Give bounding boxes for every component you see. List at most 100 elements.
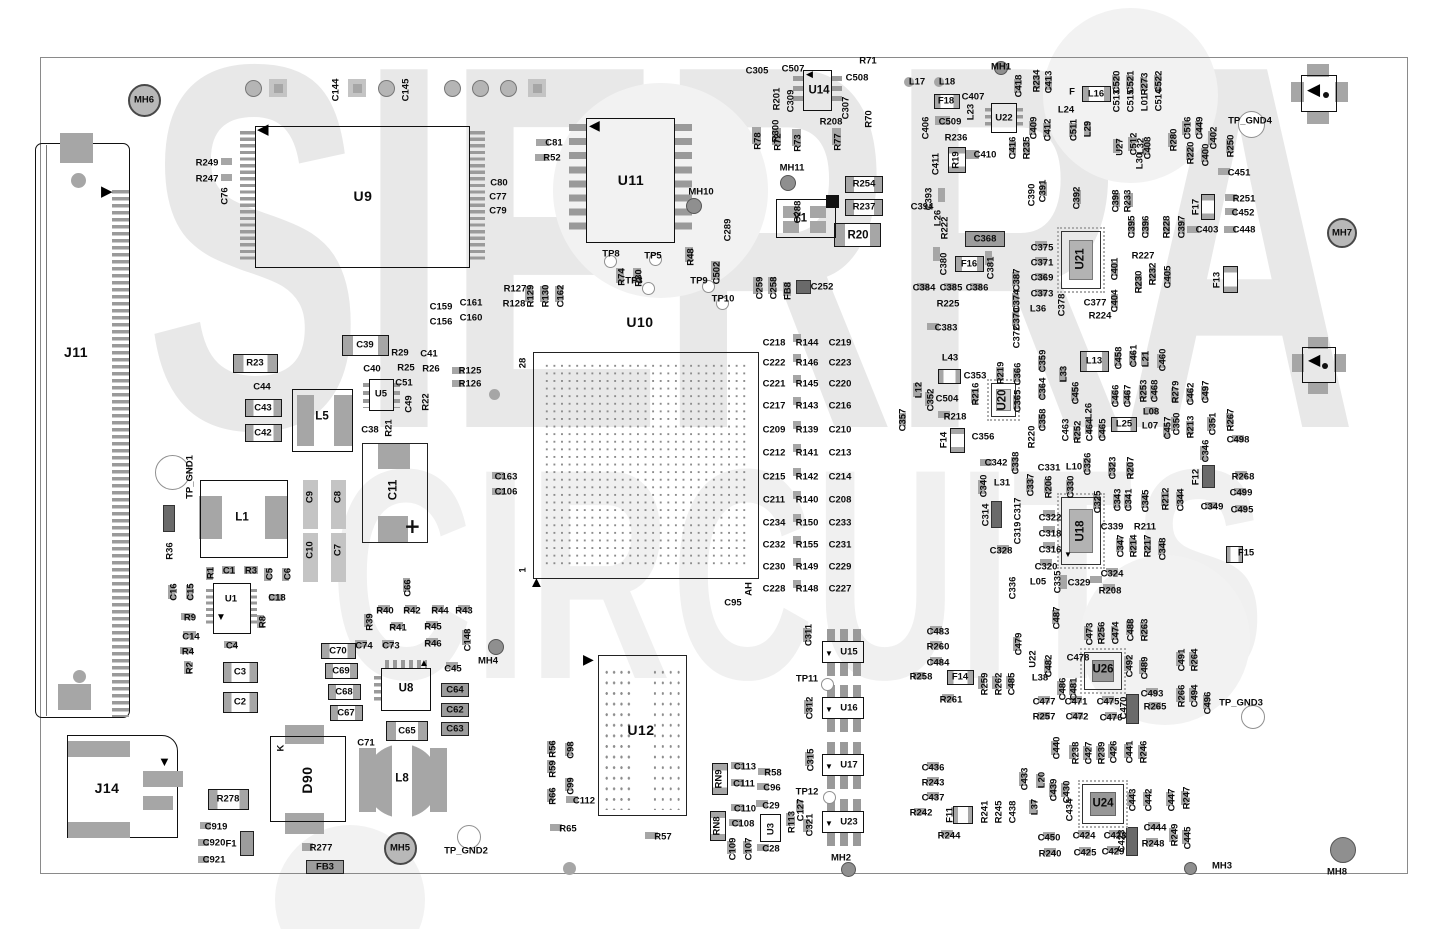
smd-pad bbox=[1026, 478, 1033, 492]
smd-pad bbox=[198, 856, 209, 863]
smd-pad bbox=[1112, 75, 1119, 89]
passive-component bbox=[1226, 546, 1243, 563]
pin-row-vertical bbox=[393, 383, 400, 408]
refdes-r219: R219 bbox=[995, 361, 1007, 385]
test-point-pad bbox=[648, 252, 662, 266]
refdes-c14: C14 bbox=[182, 631, 200, 643]
refdes-c411: C411 bbox=[930, 152, 942, 176]
refdes-c215: C215 bbox=[762, 471, 786, 483]
refdes-c288: C288 bbox=[792, 200, 804, 224]
refdes-r262: R262 bbox=[993, 672, 1005, 696]
refdes-u21: U21 bbox=[1074, 248, 1087, 270]
smd-pad bbox=[793, 397, 801, 405]
smd-pad bbox=[810, 206, 826, 218]
smd-pad bbox=[1208, 131, 1215, 145]
smd-pad bbox=[1166, 792, 1173, 806]
passive-component bbox=[934, 94, 960, 109]
refdes-r71: R71 bbox=[859, 55, 877, 67]
smd-pad bbox=[1171, 417, 1178, 431]
refdes-c385: C385 bbox=[939, 282, 963, 294]
refdes-c447: C447 bbox=[1166, 788, 1178, 812]
refdes-c2: C2 bbox=[233, 696, 247, 708]
bga-ball-grid bbox=[603, 667, 632, 810]
smd-pad bbox=[1084, 122, 1091, 136]
smd-pad bbox=[645, 832, 658, 839]
refdes-r263: R263 bbox=[1139, 618, 1151, 642]
smd-pad bbox=[1043, 832, 1055, 839]
refdes-r4: R4 bbox=[181, 646, 195, 658]
refdes-c230: C230 bbox=[762, 561, 786, 573]
smd-pad bbox=[1111, 294, 1118, 308]
smd-pad bbox=[1123, 390, 1130, 404]
refdes-c427: C427 bbox=[1083, 741, 1095, 765]
refdes-r249: R249 bbox=[195, 157, 219, 169]
refdes-r77: R77 bbox=[832, 133, 844, 151]
refdes-r40: R40 bbox=[376, 605, 394, 617]
refdes-l17: L17 bbox=[908, 76, 926, 88]
refdes-c406: C406 bbox=[920, 116, 932, 140]
smd-pad bbox=[1078, 830, 1090, 837]
smd-pad bbox=[978, 480, 985, 494]
refdes-y1: Y1 bbox=[792, 212, 808, 225]
refdes-c6: C6 bbox=[282, 567, 294, 581]
refdes-c71: C71 bbox=[357, 737, 375, 749]
refdes-u12: U12 bbox=[627, 722, 655, 738]
refdes-r148: R148 bbox=[795, 583, 819, 595]
refdes-c516: C516 bbox=[1182, 116, 1194, 140]
refdes-c217: C217 bbox=[762, 400, 786, 412]
test-point-pad bbox=[1237, 110, 1265, 138]
smd-pad bbox=[1138, 745, 1145, 759]
refdes-r251: R251 bbox=[1232, 193, 1256, 205]
smd-pad bbox=[1335, 82, 1348, 102]
refdes-c373: C373 bbox=[1030, 288, 1054, 300]
passive-component bbox=[223, 662, 258, 683]
ic-body bbox=[381, 668, 431, 711]
qfn-ic-body bbox=[1080, 648, 1126, 694]
refdes-c369: C369 bbox=[1030, 272, 1054, 284]
smd-pad bbox=[1157, 354, 1164, 368]
smd-pad bbox=[550, 824, 562, 831]
smd-pad bbox=[914, 808, 926, 815]
smd-pad bbox=[1090, 576, 1102, 583]
smd-pad bbox=[1079, 847, 1091, 854]
smd-pad bbox=[927, 792, 939, 799]
smd-pad bbox=[1113, 193, 1120, 207]
ic-body bbox=[270, 736, 346, 822]
refdes-c404: C404 bbox=[1109, 289, 1121, 313]
smd-pad bbox=[1143, 141, 1150, 155]
refdes-c424: C424 bbox=[1072, 830, 1096, 842]
refdes-r80: R80 bbox=[633, 269, 645, 287]
refdes-l31: L31 bbox=[993, 477, 1011, 489]
refdes-r146: R146 bbox=[795, 357, 819, 369]
refdes-c212: C212 bbox=[762, 447, 786, 459]
refdes-c351: C351 bbox=[1207, 412, 1219, 436]
refdes-r130: R130 bbox=[540, 284, 552, 308]
smd-pad bbox=[970, 283, 982, 290]
mounting-hole bbox=[1330, 837, 1356, 863]
passive-component bbox=[1201, 194, 1215, 220]
refdes-c337: C337 bbox=[1025, 473, 1037, 497]
refdes-r253: R253 bbox=[1138, 379, 1150, 403]
refdes-r248: R248 bbox=[1141, 838, 1165, 850]
smd-pad bbox=[1035, 241, 1047, 248]
refdes-c461: C461 bbox=[1128, 344, 1140, 368]
refdes-c8: C8 bbox=[332, 490, 344, 504]
refdes-c112: C112 bbox=[572, 795, 596, 807]
ic-body bbox=[213, 583, 251, 634]
refdes-u3: U3 bbox=[765, 822, 777, 836]
refdes-c336: C336 bbox=[1007, 576, 1019, 600]
refdes-r278: R278 bbox=[216, 793, 240, 805]
refdes-r128: R128 bbox=[502, 298, 526, 310]
smd-pad bbox=[1074, 190, 1081, 204]
smd-pad bbox=[1181, 791, 1188, 805]
smd-pad bbox=[980, 459, 992, 466]
pin1-marker: ◀ bbox=[1308, 352, 1321, 369]
smd-pad bbox=[206, 567, 213, 580]
test-point-pad bbox=[457, 825, 481, 849]
refdes-l38: L38 bbox=[1031, 672, 1049, 684]
smd-pad bbox=[685, 247, 693, 262]
smd-pad bbox=[297, 395, 314, 446]
refdes-u24: U24 bbox=[1092, 797, 1114, 810]
smd-pad bbox=[334, 395, 352, 446]
passive-component bbox=[223, 692, 258, 713]
